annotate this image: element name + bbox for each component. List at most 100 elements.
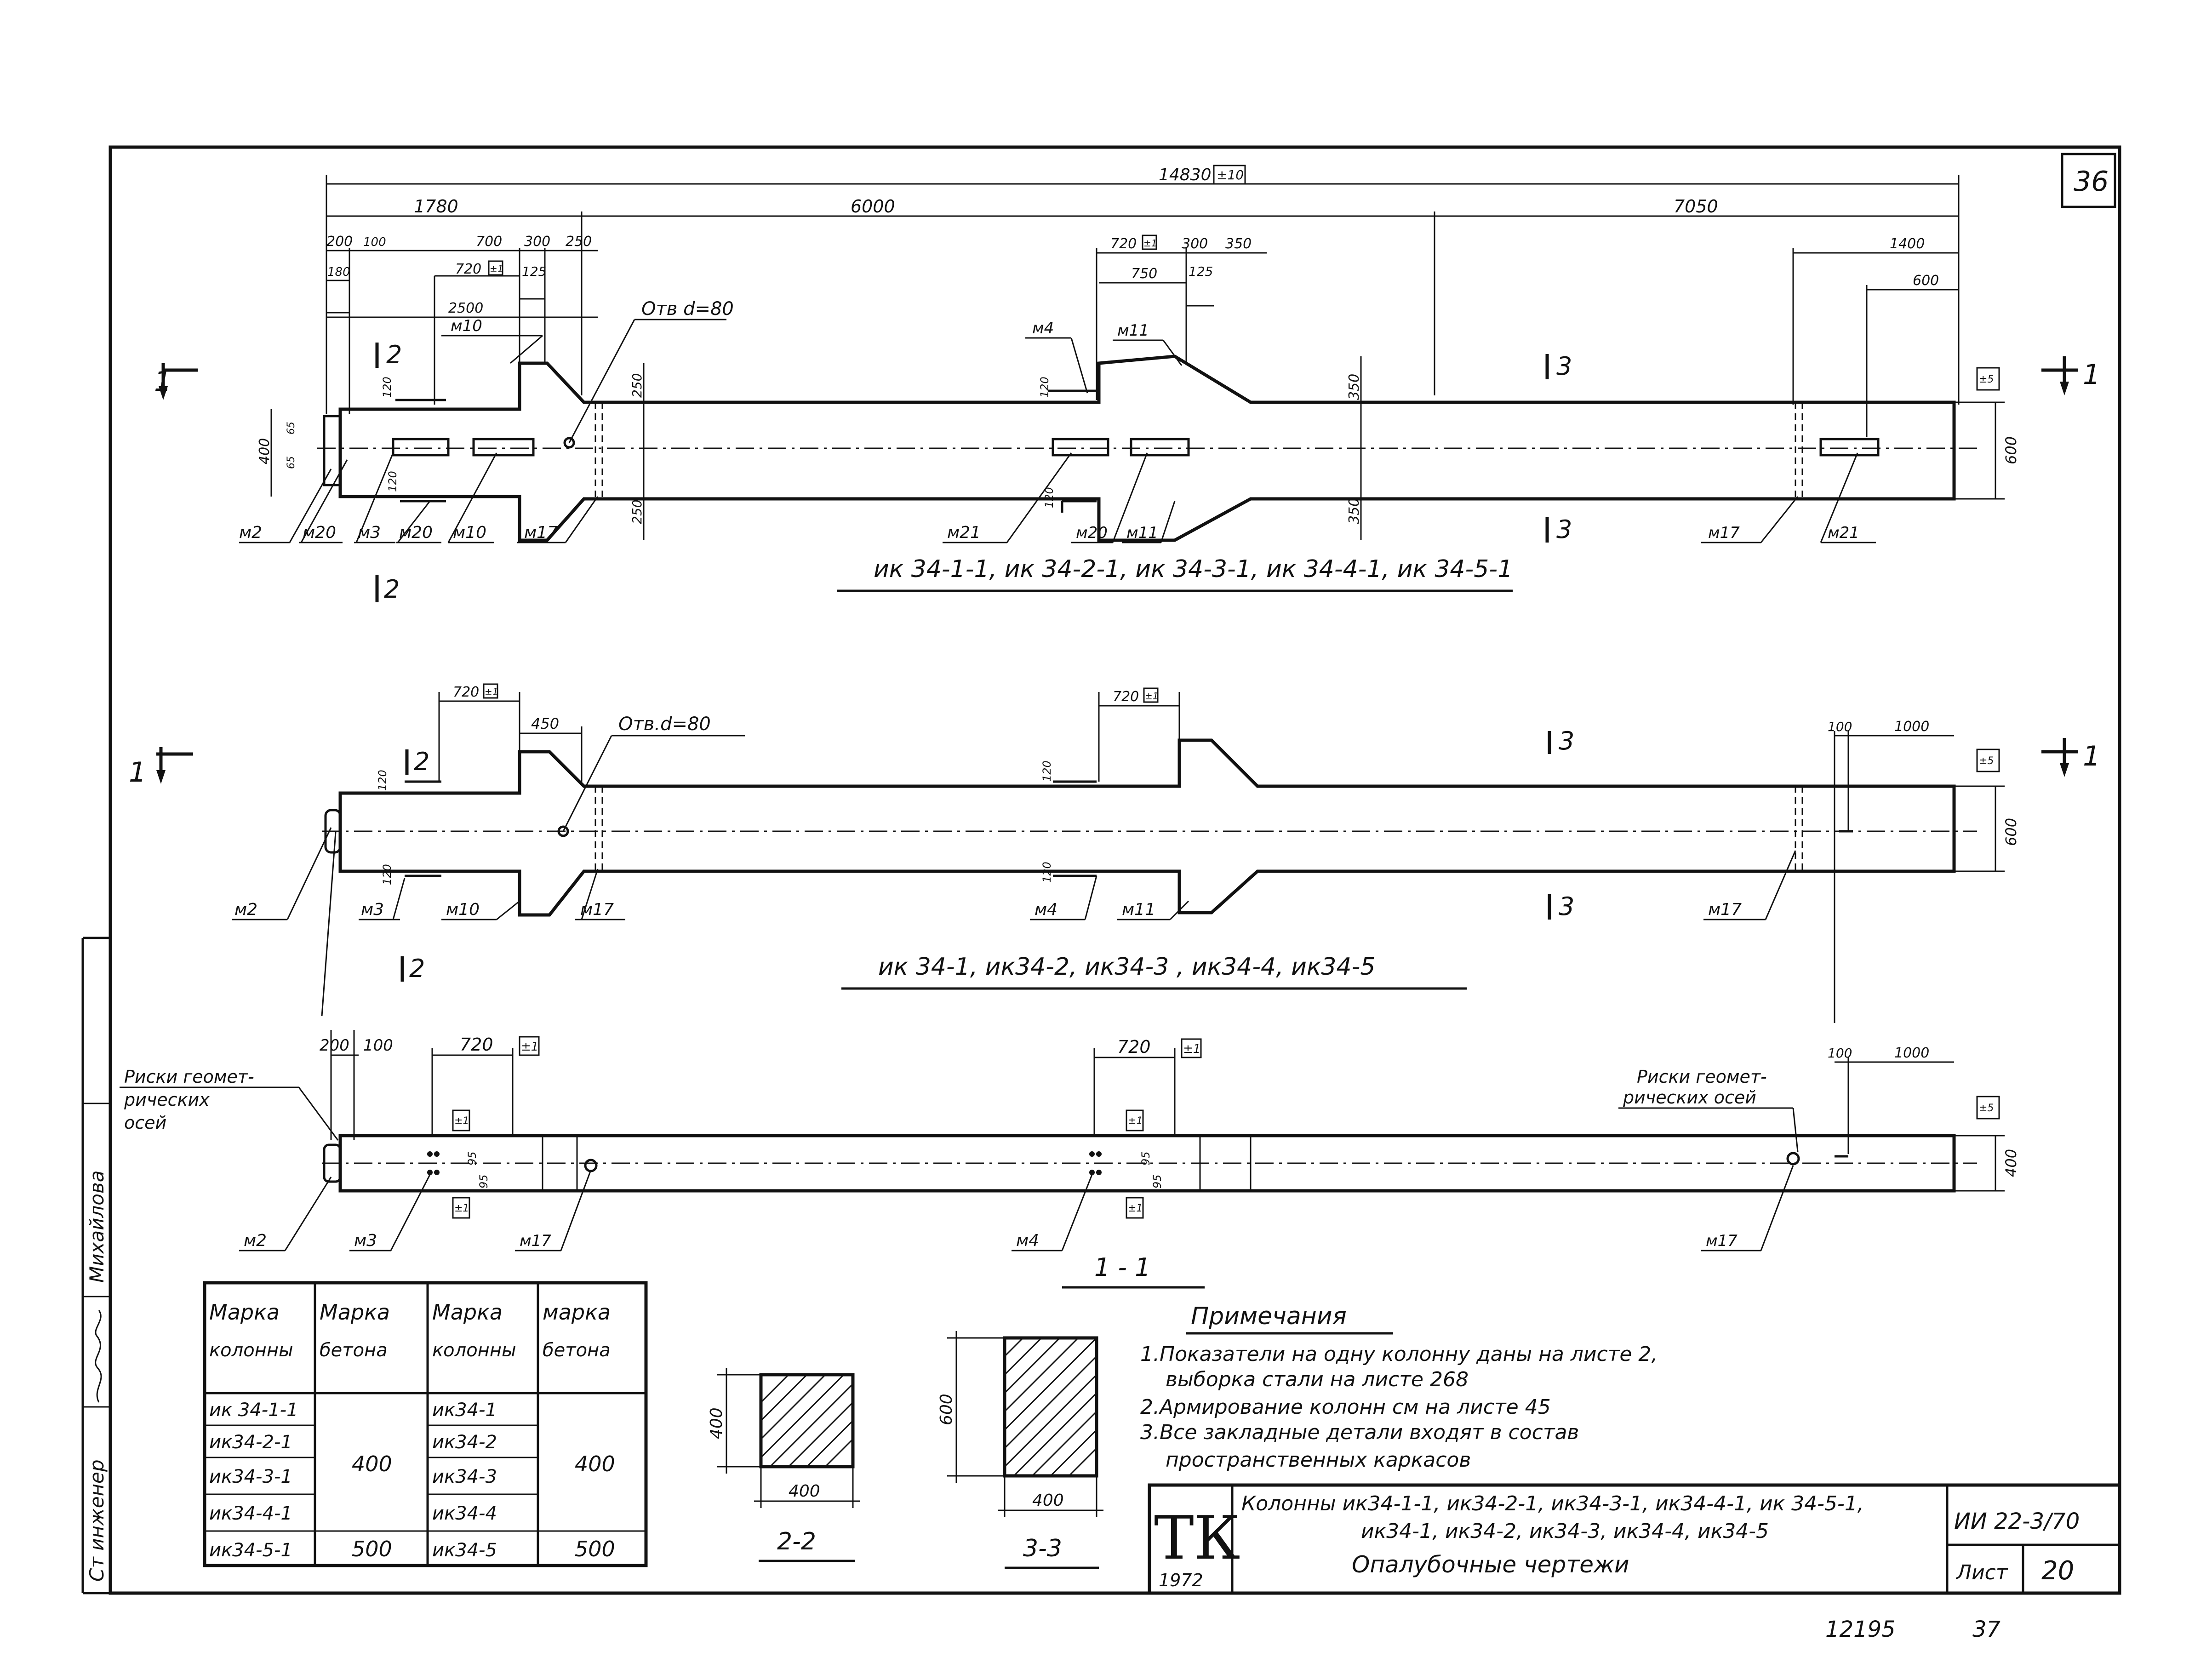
svg-text:м17: м17 — [580, 900, 614, 919]
part-labels-plan: м2 м3 м17 м4 м17 — [239, 1165, 1794, 1251]
dim2-720-tol: ±1 — [485, 686, 498, 697]
corner-box — [2061, 153, 2116, 208]
dim-720-tol: ±1 — [490, 263, 503, 274]
part-labels-2: м2 м3 м10 м17 м4 м11 м17 — [232, 827, 1796, 1017]
bottom-number-2: 37 — [1972, 1617, 2001, 1642]
dim-h250a: 250 — [629, 373, 645, 398]
dim2-m120b: 120 — [1040, 862, 1053, 883]
dim2-end-h: 600 — [2002, 818, 2020, 846]
plan-dim-end-h: 400 — [2002, 1149, 2020, 1177]
svg-text:3: 3 — [1559, 892, 1574, 921]
note-line-2: выборка стали на листе 268 — [1166, 1368, 1469, 1391]
table-row-right-4: ик34-4 — [432, 1503, 497, 1524]
dim-h250b: 250 — [629, 500, 645, 524]
dim-h120a: 120 — [381, 377, 394, 398]
svg-text:±1: ±1 — [454, 1203, 469, 1214]
svg-text:м20: м20 — [1076, 524, 1108, 542]
dim-700: 700 — [476, 234, 502, 250]
section-marks-2: 1 1 2 2 3 3 — [129, 726, 2100, 983]
svg-text:2: 2 — [384, 575, 400, 604]
table-header-1a: Марка — [209, 1300, 280, 1325]
dim-h350a: 350 — [1346, 374, 1362, 400]
svg-text:2: 2 — [409, 954, 425, 983]
dim-m350: 350 — [1225, 236, 1252, 252]
dim-6000: 6000 — [851, 196, 895, 217]
dim-h120b: 120 — [386, 471, 399, 492]
part-labels-1: м2 м20 м3 м20 м10 м17 м10 м4 м11 м21 м20… — [239, 317, 1876, 543]
dim2-100: 100 — [1828, 719, 1852, 734]
svg-text:м3: м3 — [358, 523, 381, 542]
svg-text:м3: м3 — [361, 900, 384, 919]
svg-text:м10: м10 — [453, 523, 486, 542]
dim-m750: 750 — [1131, 266, 1157, 282]
dim2-m720-tol: ±1 — [1145, 691, 1158, 702]
dim2-1000: 1000 — [1894, 719, 1929, 735]
dim-300: 300 — [524, 234, 550, 250]
table-header-3a: Марка — [432, 1300, 503, 1325]
svg-text:м11: м11 — [1117, 321, 1149, 340]
stamp-role: Ст инженер — [86, 1459, 108, 1582]
title-line-1: Колонны ик34-1-1, ик34-2-1, ик34-3-1, ик… — [1241, 1492, 1864, 1515]
svg-text:3: 3 — [1556, 352, 1572, 381]
table-row-left-3: ик34-3-1 — [209, 1466, 292, 1487]
dim2-m720: 720 — [1113, 689, 1139, 705]
plan-dim-100b: 100 — [1828, 1046, 1852, 1061]
concrete-last-left: 500 — [352, 1537, 392, 1561]
table-header-4a: марка — [543, 1300, 611, 1325]
dim-m720: 720 — [1110, 236, 1137, 252]
note-line-3: 2.Армирование колонн см на листе 45 — [1140, 1395, 1551, 1419]
svg-text:м17: м17 — [1708, 900, 1742, 919]
svg-text:м3: м3 — [354, 1231, 377, 1250]
end-plate-m2 — [323, 415, 342, 486]
notes-block: Примечания 1.Показатели на одну колонну … — [1140, 1303, 1658, 1472]
note-line-4: 3.Все закладные детали входят в состав — [1140, 1421, 1579, 1444]
table-header-2b: бетона — [320, 1340, 388, 1361]
sec33-caption: 3-3 — [1023, 1535, 1062, 1562]
svg-text:м10: м10 — [446, 900, 480, 919]
plan-dim-100: 100 — [363, 1036, 393, 1055]
table-row-right-3: ик34-3 — [432, 1466, 497, 1487]
table-row-right-2: ик34-2 — [432, 1432, 497, 1453]
dim-1780: 1780 — [414, 196, 458, 217]
dim-1400: 1400 — [1890, 236, 1925, 252]
hole-d80-2 — [557, 825, 569, 837]
table-row-left-2: ик34-2-1 — [209, 1432, 292, 1453]
caption-1-1: 1 - 1 — [1094, 1253, 1151, 1282]
svg-text:95: 95 — [477, 1174, 490, 1189]
table-header-1b: колонны — [209, 1340, 293, 1361]
dim-end-h: 600 — [2002, 436, 2020, 464]
svg-text:м17: м17 — [520, 1232, 551, 1250]
dim2-720: 720 — [453, 684, 479, 700]
note-line-1: 1.Показатели на одну колонну даны на лис… — [1140, 1343, 1658, 1366]
svg-text:1: 1 — [129, 756, 146, 789]
svg-text:±1: ±1 — [454, 1115, 469, 1127]
svg-text:м4: м4 — [1032, 319, 1054, 337]
svg-text:м11: м11 — [1122, 900, 1155, 919]
dim2-end-tol: ±5 — [1979, 755, 1994, 767]
dim-200: 200 — [326, 234, 353, 250]
notes-title: Примечания — [1191, 1303, 1347, 1330]
bottom-number-1: 12195 — [1825, 1617, 1896, 1642]
svg-text:1: 1 — [2083, 740, 2100, 772]
sheet-label: Лист — [1955, 1561, 2008, 1584]
svg-text:±1: ±1 — [1128, 1203, 1143, 1214]
dim-h65a: 65 — [286, 422, 297, 434]
svg-text:м2: м2 — [234, 900, 257, 919]
dim-250: 250 — [566, 234, 592, 250]
caption-1: ик 34-1-1, ик 34-2-1, ик 34-3-1, ик 34-4… — [874, 555, 1513, 583]
dim-2500: 2500 — [448, 300, 483, 316]
sec22-caption: 2-2 — [777, 1528, 816, 1555]
title-block: ТК 1972 Колонны ик34-1-1, ик34-2-1, ик34… — [1148, 1483, 2121, 1595]
plan-dim-m720-tol: ±1 — [1183, 1042, 1200, 1056]
svg-text:95: 95 — [1139, 1151, 1152, 1166]
dim-m120a: 120 — [1038, 377, 1051, 398]
svg-text:1: 1 — [2083, 359, 2100, 391]
sec33-width: 400 — [1032, 1491, 1064, 1510]
hole-label-1: Отв d=80 — [641, 298, 734, 320]
title-line-3: Опалубочные чертежи — [1352, 1551, 1629, 1578]
plan-dim-m720: 720 — [1117, 1037, 1151, 1057]
concrete-main-left: 400 — [352, 1451, 392, 1476]
title-year: 1972 — [1159, 1570, 1203, 1590]
elevation-1: 14830 ±10 1780 6000 7050 200 100 180 700… — [154, 165, 2100, 604]
geom-note-left-2: рических — [124, 1090, 210, 1110]
